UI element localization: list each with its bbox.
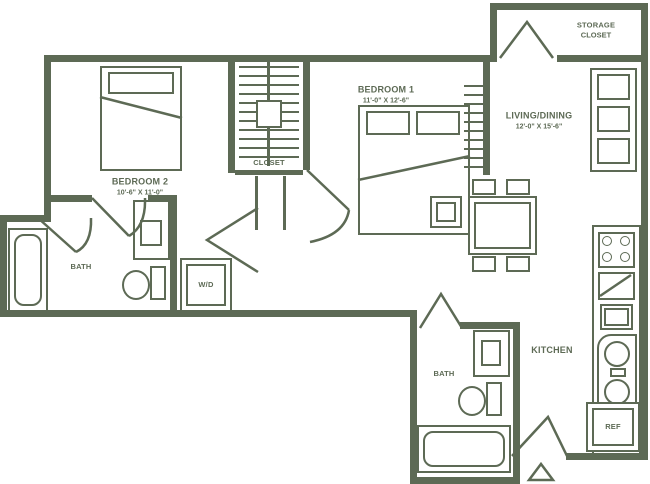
closet-shelves [464,85,483,173]
toilet-tank [486,382,502,416]
bedroom-1-label: BEDROOM 1 11'-0" X 12'-6" [358,85,414,106]
wall [51,195,92,202]
closet-door [283,176,286,230]
wall [303,55,310,170]
bedroom-2-label: BEDROOM 2 10'-6" X 11'-0" [112,177,168,198]
bathtub-basin [423,431,505,467]
wall [44,55,51,222]
burner-icon [602,236,612,246]
wall [148,195,177,202]
room-dims: 10'-6" X 11'-0" [116,189,164,197]
room-name: KITCHEN [531,345,573,356]
wall [0,310,417,317]
wall [566,453,648,460]
bathtub-basin [14,234,42,306]
door-swing [204,206,259,274]
chair [506,179,530,195]
door-swing [511,414,569,457]
washer-dryer-label: W/D [198,280,213,290]
wall [513,322,520,484]
wall [483,55,490,175]
chair [472,256,496,272]
wall [0,215,51,222]
wall [0,215,7,317]
storage-closet-label: STORAGE CLOSET [577,20,615,40]
wall [170,195,177,317]
toilet [458,386,486,416]
dining-table-top [474,202,531,249]
pantry-shelf [597,74,630,100]
room-name: LIVING/DINING [505,110,573,121]
refrigerator-label: REF [605,422,621,432]
counter-line [599,273,632,298]
room-name: CLOSET [253,158,285,168]
burner-icon [620,236,630,246]
wall [228,55,235,173]
door-swing [91,197,147,238]
wall [490,3,497,62]
room-name: BATH [433,369,455,379]
door-swing [37,217,93,254]
faucet [610,368,626,377]
sink-bowl [604,341,630,367]
closet-door [255,176,258,230]
room-name: BATH [70,262,92,272]
toilet [122,270,150,300]
kitchen-label: KITCHEN [531,345,572,357]
closet-shelf-box [256,100,282,128]
chair [506,256,530,272]
chair [472,179,496,195]
room-dims: 11'-0" X 12'-6" [362,97,410,105]
nightstand-top [436,202,456,222]
wall [490,3,648,10]
wall [410,310,417,484]
burner-icon [620,252,630,262]
wall [410,477,520,484]
closet-label: CLOSET [253,158,285,168]
appliance-name: W/D [198,280,214,290]
sink-basin [481,340,501,366]
wall [641,3,648,460]
burner-icon [602,252,612,262]
pillow [366,111,410,135]
dishwasher-door [604,308,629,326]
appliance-name: REF [605,422,621,432]
bed-fold-line [99,95,183,120]
wall [235,170,303,175]
wall [460,322,513,329]
door-swing [499,19,555,59]
bath-2-label: BATH [433,369,454,379]
toilet-tank [150,266,166,300]
pantry-shelf [597,138,630,164]
door-swing [306,169,351,244]
washer-dryer-door [186,264,226,306]
pillow [108,72,174,94]
room-name: BEDROOM 2 [111,176,169,187]
room-name: BEDROOM 1 [357,84,415,95]
bed-fold-line [357,154,471,182]
pillow [416,111,460,135]
room-name: STORAGE [576,20,616,30]
pantry-shelf [597,106,630,132]
room-dims: 12'-0" X 15'-6" [515,123,563,131]
sink-basin [140,220,162,246]
wall [557,55,648,62]
entry-marker-icon [526,461,556,482]
living-dining-label: LIVING/DINING 12'-0" X 15'-6" [506,111,573,132]
wall [44,55,497,62]
door-swing [418,291,464,329]
refrigerator-door [592,408,634,446]
room-name-2: CLOSET [580,30,612,39]
bath-1-label: BATH [70,262,91,272]
